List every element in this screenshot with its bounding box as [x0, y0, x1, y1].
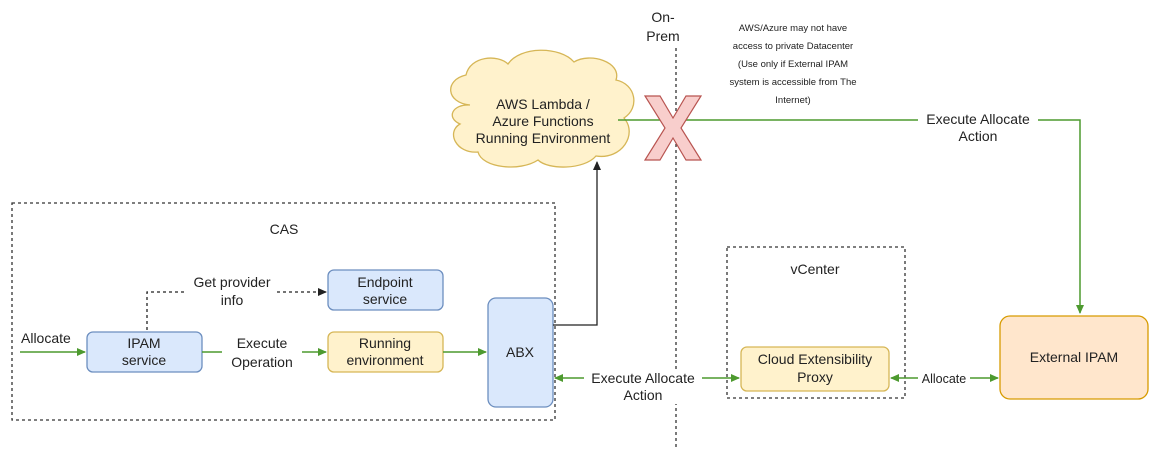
svg-text:service: service	[122, 352, 167, 368]
cas-group: CAS	[11, 202, 556, 421]
svg-text:Endpoint: Endpoint	[357, 274, 412, 290]
edge-label-allocate-right: Allocate	[918, 371, 970, 387]
on-prem-label-line2: Prem	[646, 28, 679, 44]
svg-text:Cloud Extensibility: Cloud Extensibility	[758, 351, 872, 367]
svg-text:Allocate: Allocate	[922, 372, 967, 386]
svg-text:system is accessible from The: system is accessible from The	[729, 77, 856, 88]
svg-text:Execute: Execute	[237, 335, 288, 351]
edge-label-execute-allocate-bottom: Execute Allocate Action	[584, 370, 702, 404]
vcenter-group: vCenter	[726, 246, 906, 399]
ipam-service-node[interactable]: IPAM service	[86, 331, 203, 373]
edge-label-get-provider-info: Get provider info	[184, 274, 276, 310]
svg-text:Action: Action	[959, 128, 998, 144]
svg-text:environment: environment	[346, 352, 423, 368]
svg-text:External IPAM: External IPAM	[1030, 349, 1118, 365]
svg-text:info: info	[221, 292, 244, 308]
svg-text:Get provider: Get provider	[193, 274, 270, 290]
svg-text:service: service	[363, 291, 408, 307]
edge-label-allocate-in: Allocate	[21, 330, 71, 346]
running-environment-node[interactable]: Running environment	[327, 331, 444, 373]
edge-abx-to-cloud	[553, 161, 601, 326]
svg-text:Action: Action	[624, 387, 663, 403]
access-note: AWS/Azure may not have access to private…	[729, 23, 856, 106]
svg-text:IPAM: IPAM	[127, 335, 160, 351]
cloud-label-line2: Azure Functions	[492, 113, 593, 129]
svg-text:Internet): Internet)	[775, 95, 810, 106]
svg-text:Operation: Operation	[231, 354, 292, 370]
blocked-x-icon	[643, 95, 703, 161]
svg-text:Running: Running	[359, 335, 411, 351]
cloud-label-line1: AWS Lambda /	[496, 96, 590, 112]
endpoint-service-node[interactable]: Endpoint service	[327, 269, 444, 311]
edge-label-execute-operation: Execute Operation	[222, 333, 302, 373]
svg-text:Proxy: Proxy	[797, 369, 833, 385]
edge-label-execute-allocate-top: Execute Allocate Action	[918, 110, 1038, 146]
vcenter-label: vCenter	[790, 261, 839, 277]
on-prem-label-line1: On-	[651, 9, 675, 25]
external-ipam-node[interactable]: External IPAM	[999, 315, 1149, 400]
svg-text:Execute Allocate: Execute Allocate	[591, 370, 695, 386]
cloud-label-line3: Running Environment	[476, 130, 611, 146]
svg-text:(Use only if External IPAM: (Use only if External IPAM	[738, 59, 848, 70]
cas-label: CAS	[270, 221, 299, 237]
svg-text:access to private Datacenter: access to private Datacenter	[733, 41, 853, 52]
cloud-node-aws-azure[interactable]: AWS Lambda / Azure Functions Running Env…	[450, 49, 635, 168]
svg-text:ABX: ABX	[506, 344, 535, 360]
abx-node[interactable]: ABX	[487, 297, 554, 408]
edge-cloud-to-external-ipam	[618, 119, 1084, 314]
svg-text:Execute Allocate: Execute Allocate	[926, 111, 1030, 127]
cloud-extensibility-proxy-node[interactable]: Cloud Extensibility Proxy	[740, 346, 890, 392]
svg-text:AWS/Azure may not have: AWS/Azure may not have	[739, 23, 847, 34]
